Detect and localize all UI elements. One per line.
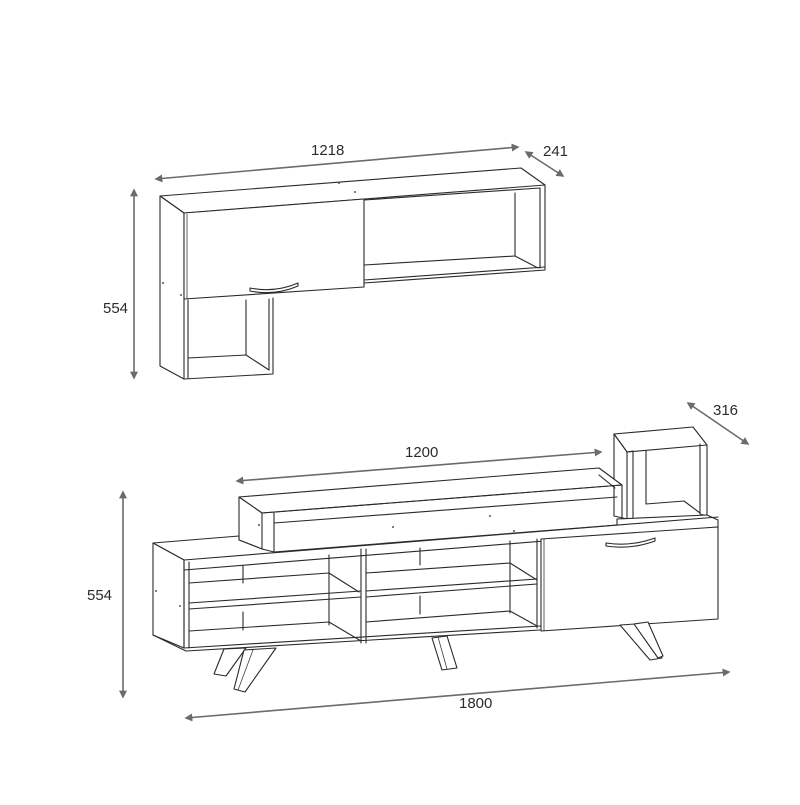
label-lower-height: 554 bbox=[87, 587, 113, 604]
label-upper-height: 554 bbox=[103, 300, 129, 317]
label-lower-top-width: 1200 bbox=[405, 444, 439, 461]
label-lower-width: 1800 bbox=[459, 695, 493, 712]
tv-unit-drawing bbox=[152, 426, 719, 693]
dim-arrow-lower-top-width bbox=[235, 448, 603, 485]
wall-unit-drawing bbox=[159, 167, 546, 380]
dim-arrow-upper-depth bbox=[524, 151, 565, 177]
dim-arrow-lower-width bbox=[184, 668, 731, 722]
dim-arrow-lower-depth bbox=[686, 402, 750, 445]
label-lower-depth: 316 bbox=[713, 402, 739, 419]
label-upper-width: 1218 bbox=[311, 142, 345, 159]
label-upper-depth: 241 bbox=[543, 143, 569, 160]
dim-arrow-upper-width bbox=[154, 143, 520, 183]
